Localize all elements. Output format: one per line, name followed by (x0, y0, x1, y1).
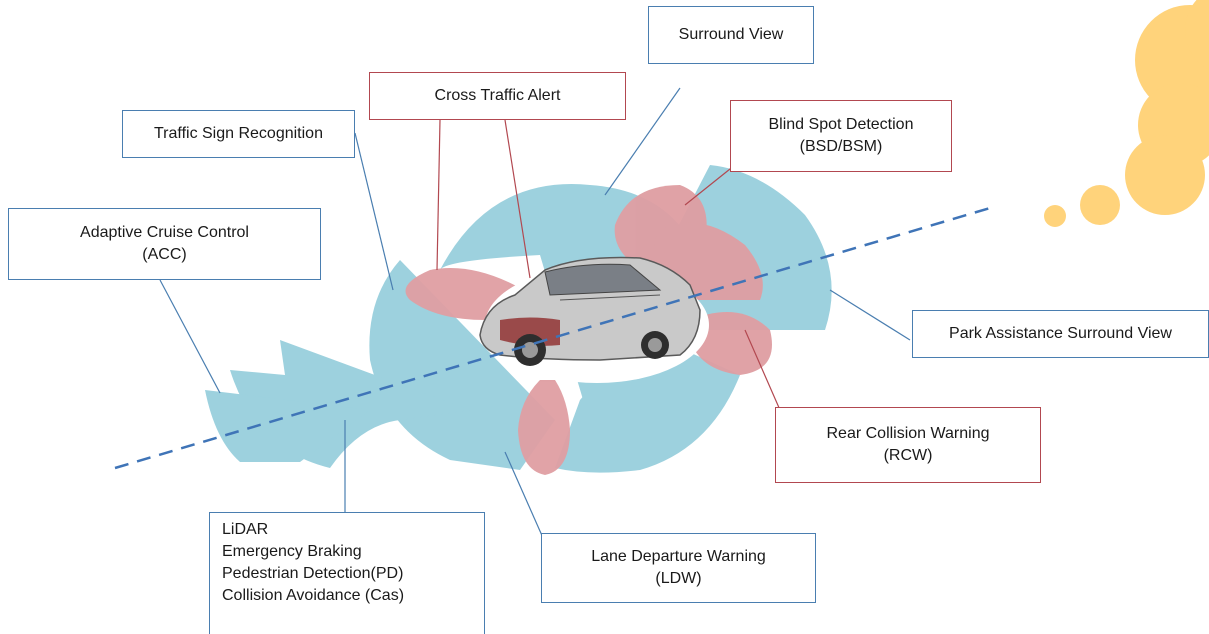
acc-zone (205, 390, 370, 462)
label-text-1: Blind Spot Detection (768, 116, 914, 133)
label-surround-view: Surround View (648, 6, 814, 64)
label-text: Surround View (678, 26, 784, 43)
rear-zone (555, 330, 740, 473)
label-text-1: Adaptive Cruise Control (80, 224, 249, 241)
label-text-1: Lane Departure Warning (591, 548, 766, 565)
car-image (479, 256, 709, 383)
rear-collision-lobe (690, 312, 772, 375)
lidar-line-2: Emergency Braking (222, 543, 362, 560)
label-text: Park Assistance Surround View (949, 325, 1172, 342)
label-park-assistance: Park Assistance Surround View (912, 310, 1209, 358)
lidar-line-1: LiDAR (222, 521, 269, 538)
label-lane-departure-warning: Lane Departure Warning (LDW) (541, 533, 816, 603)
label-rear-collision-warning: Rear Collision Warning (RCW) (775, 407, 1041, 483)
label-text-2: (RCW) (883, 447, 933, 464)
label-text-2: (BSD/BSM) (799, 138, 883, 155)
connector-lines (159, 87, 911, 566)
lidar-line-3: Pedestrian Detection(PD) (222, 565, 404, 582)
lidar-line-4: Collision Avoidance (Cas) (222, 587, 405, 604)
label-traffic-sign-recognition: Traffic Sign Recognition (122, 110, 355, 158)
label-lidar-group: LiDAR Emergency Braking Pedestrian Detec… (209, 512, 485, 634)
label-text-2: (ACC) (142, 246, 187, 263)
decorative-dots (1044, 0, 1209, 227)
label-blind-spot-detection: Blind Spot Detection (BSD/BSM) (730, 100, 952, 172)
label-text-2: (LDW) (655, 570, 702, 587)
driving-axis (114, 206, 991, 470)
label-adaptive-cruise-control: Adaptive Cruise Control (ACC) (8, 208, 321, 280)
label-text-1: Rear Collision Warning (826, 425, 990, 442)
label-text: Cross Traffic Alert (434, 87, 561, 104)
label-text: Traffic Sign Recognition (154, 125, 323, 142)
label-cross-traffic-alert: Cross Traffic Alert (369, 72, 626, 120)
front-lower-lobe (518, 380, 570, 475)
